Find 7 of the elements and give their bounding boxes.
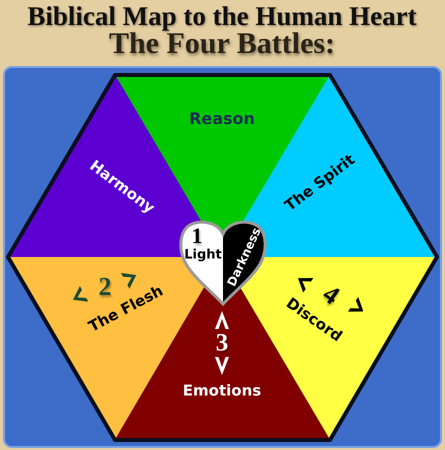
title: Biblical Map to the Human Heart <box>27 3 417 30</box>
battle-number: 3 <box>216 330 228 356</box>
segment-label: Emotions <box>182 384 262 398</box>
heart-label: Light <box>184 248 222 262</box>
segment-label: Reason <box>189 111 255 127</box>
battle-number: 1 <box>192 225 202 247</box>
battle-number: 2 <box>98 274 112 300</box>
